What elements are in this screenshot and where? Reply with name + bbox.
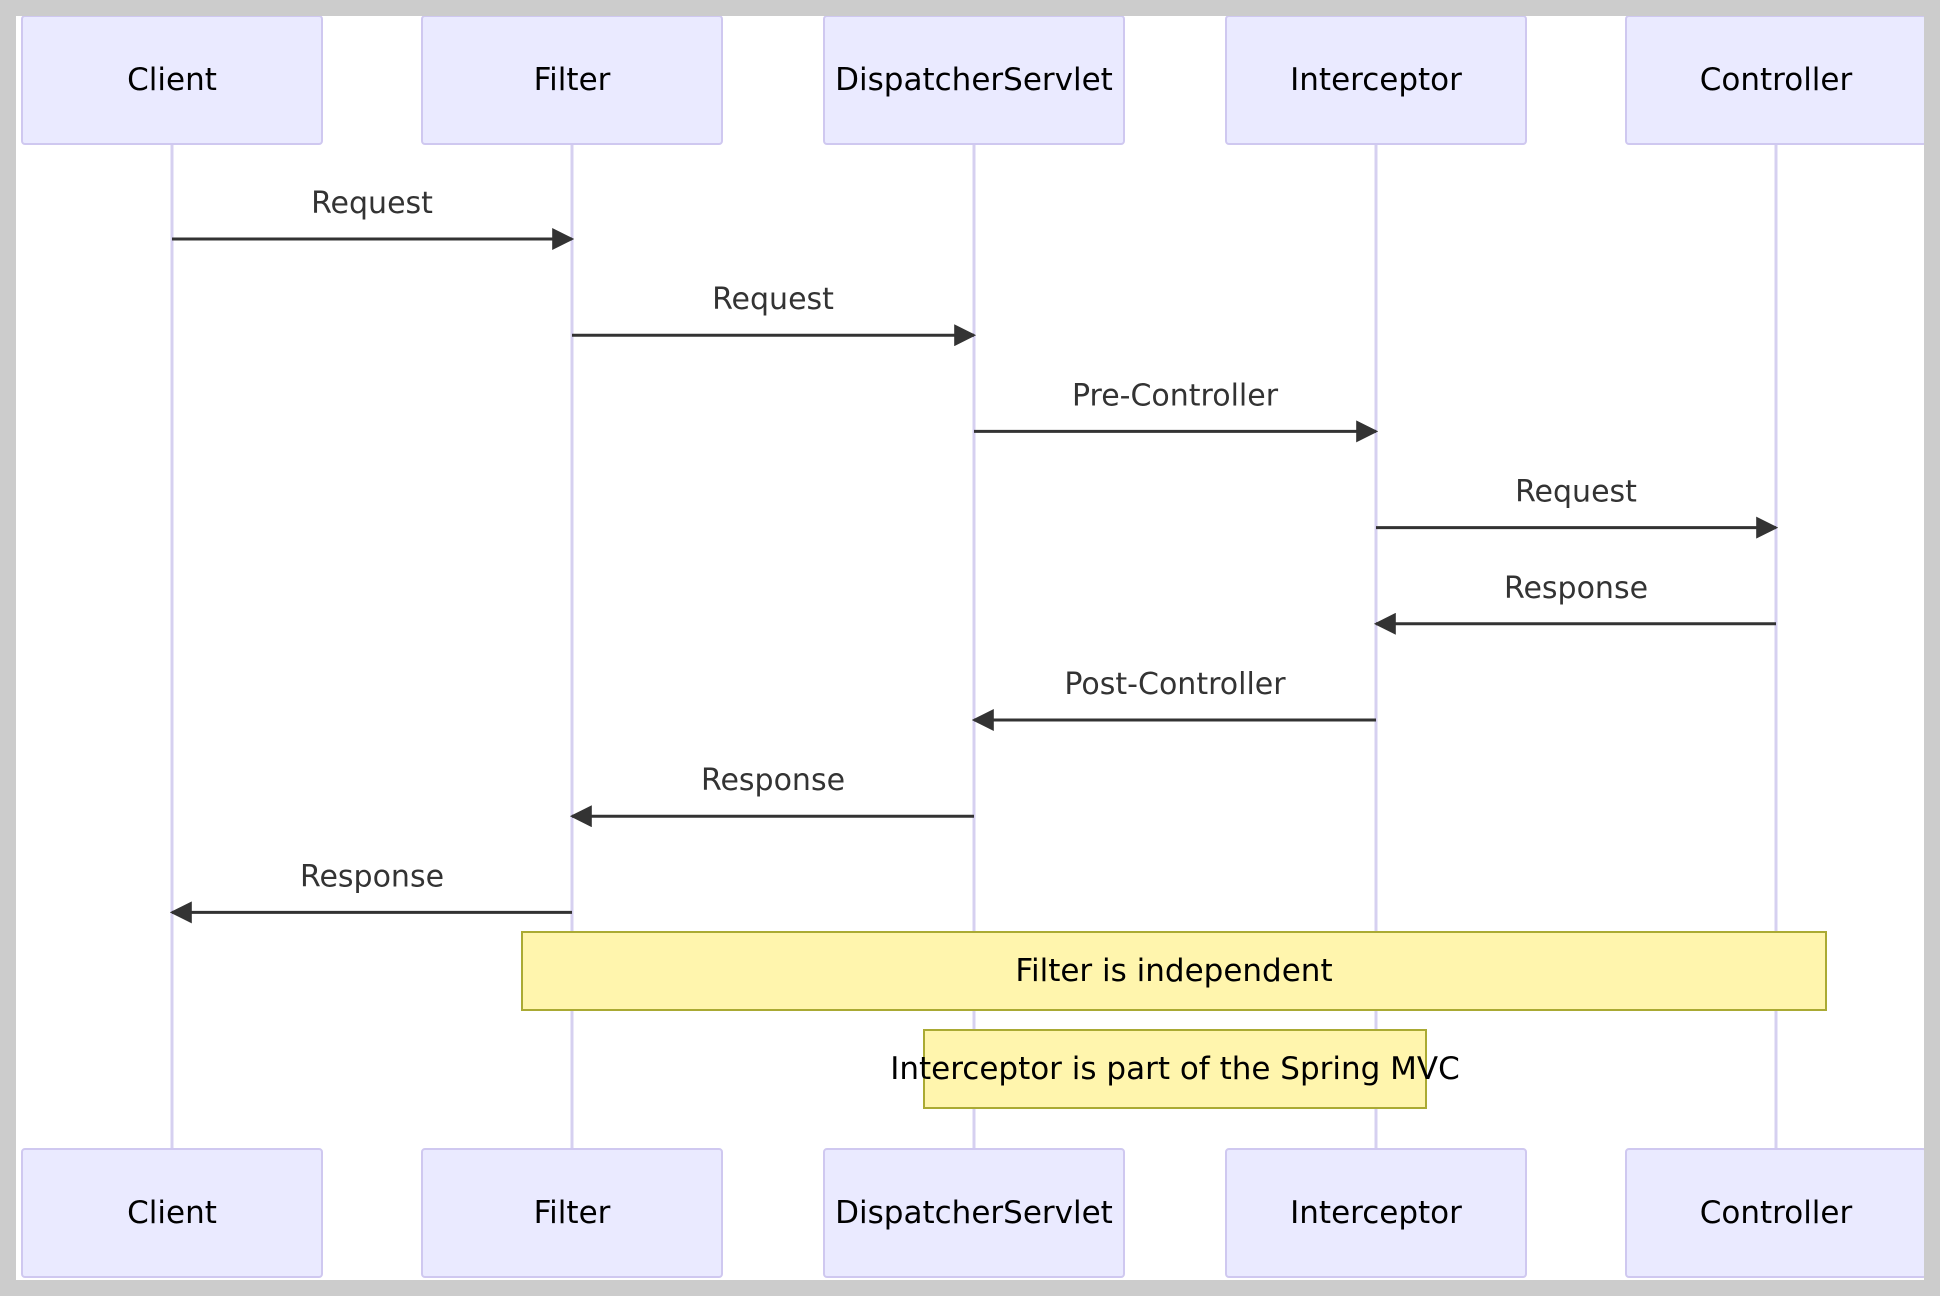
- note-box: [923, 1029, 1427, 1109]
- message-label: Post-Controller: [1064, 667, 1286, 702]
- actor-controller-bottom: Controller: [1625, 1148, 1924, 1278]
- actor-label: Client: [127, 62, 217, 98]
- actor-label: DispatcherServlet: [835, 1195, 1113, 1231]
- actor-label: Controller: [1700, 62, 1853, 98]
- actor-box: [421, 1148, 723, 1278]
- message-3: Pre-Controller: [974, 378, 1379, 443]
- note-box: [521, 931, 1827, 1011]
- message-7: Response: [569, 763, 974, 828]
- actor-box: [823, 16, 1125, 145]
- actor-label: Filter: [534, 1195, 611, 1231]
- message-label: Response: [701, 763, 845, 798]
- message-label: Response: [300, 859, 444, 894]
- actor-label: Interceptor: [1290, 62, 1462, 98]
- actor-dispatcher-top: DispatcherServlet: [823, 16, 1125, 145]
- note-1: Filter is independent: [521, 931, 1827, 1011]
- message-label: Request: [311, 186, 433, 221]
- actor-label: DispatcherServlet: [835, 62, 1113, 98]
- note-2: Interceptor is part of the Spring MVC: [890, 1029, 1460, 1109]
- note-text: Filter is independent: [1015, 953, 1332, 989]
- actor-filter-top: Filter: [421, 16, 723, 145]
- actor-box: [1625, 16, 1924, 145]
- message-4: Request: [1376, 475, 1779, 539]
- actor-client-bottom: Client: [21, 1148, 323, 1278]
- message-label: Request: [1515, 475, 1637, 510]
- message-label: Pre-Controller: [1072, 378, 1279, 413]
- message-label: Response: [1504, 571, 1648, 606]
- actor-box: [1225, 16, 1527, 145]
- actor-dispatcher-bottom: DispatcherServlet: [823, 1148, 1125, 1278]
- message-label: Request: [712, 282, 834, 317]
- actor-label: Controller: [1700, 1195, 1853, 1231]
- actor-box: [21, 1148, 323, 1278]
- message-5: Response: [1373, 571, 1776, 635]
- actor-interceptor-top: Interceptor: [1225, 16, 1527, 145]
- message-2: Request: [572, 282, 977, 347]
- message-1: Request: [172, 186, 575, 250]
- actor-box: [1625, 1148, 1924, 1278]
- actor-label: Filter: [534, 62, 611, 98]
- note-text: Interceptor is part of the Spring MVC: [890, 1051, 1460, 1087]
- actor-controller-top: Controller: [1625, 16, 1924, 145]
- actor-box: [421, 16, 723, 145]
- message-8: Response: [169, 859, 572, 924]
- actor-label: Client: [127, 1195, 217, 1231]
- actor-interceptor-bottom: Interceptor: [1225, 1148, 1527, 1278]
- actor-client-top: Client: [21, 16, 323, 145]
- message-6: Post-Controller: [971, 667, 1376, 731]
- actor-box: [823, 1148, 1125, 1278]
- actor-box: [21, 16, 323, 145]
- actor-label: Interceptor: [1290, 1195, 1462, 1231]
- actor-box: [1225, 1148, 1527, 1278]
- actor-filter-bottom: Filter: [421, 1148, 723, 1278]
